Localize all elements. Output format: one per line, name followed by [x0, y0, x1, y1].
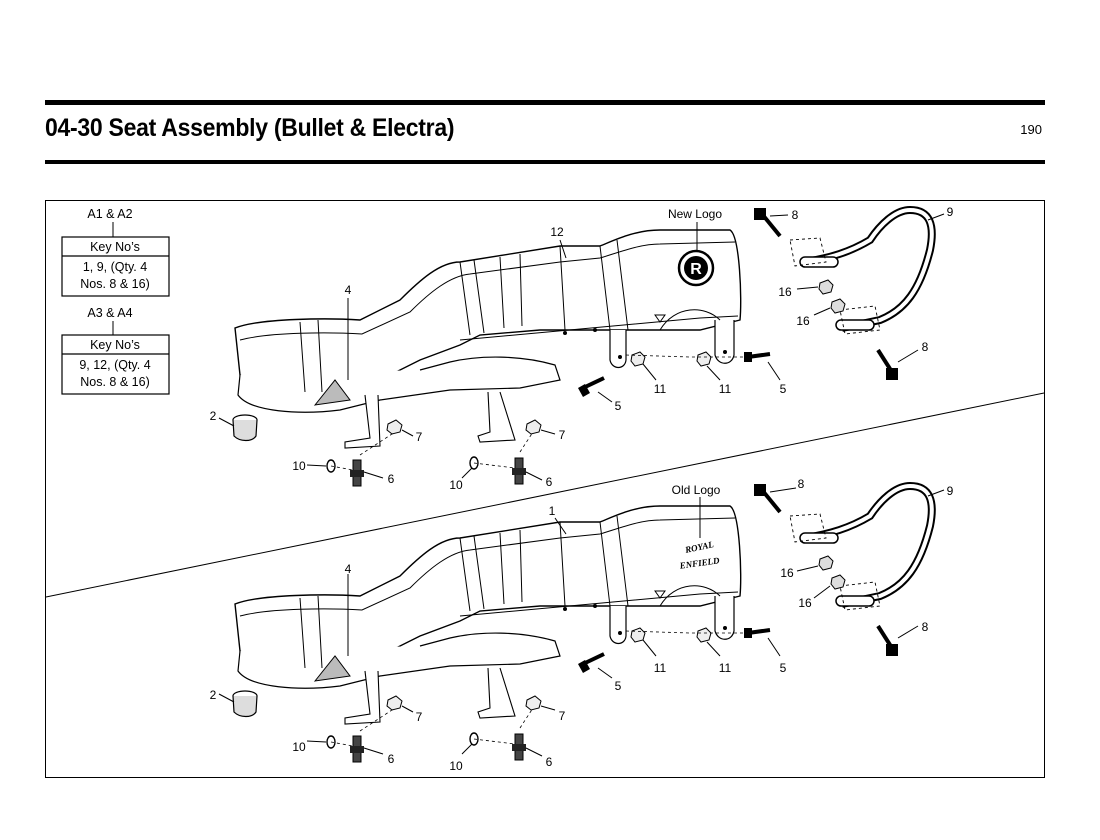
callout-frame: 4 [345, 562, 352, 576]
callout-nut-left: 7 [416, 430, 423, 444]
callout-bolt-right: 5 [780, 661, 787, 675]
callout-frame: 4 [345, 283, 352, 297]
header-top-rule [45, 100, 1045, 105]
callout-bolt-left: 5 [615, 679, 622, 693]
callout-seat-number: 12 [550, 225, 564, 239]
callout-nut-right: 7 [559, 428, 566, 442]
callout-nut-b: 11 [719, 382, 732, 396]
key-box-line-1: 9, 12, (Qty. 4 [79, 358, 150, 372]
callout-rail-bolt-top: 8 [792, 208, 799, 222]
key-box-a3-a4: A3 & A4 Key No’s 9, 12, (Qty. 4 Nos. 8 &… [61, 306, 170, 395]
callout-nut-right: 7 [559, 709, 566, 723]
callout-rail-bolt-bottom: 8 [922, 620, 929, 634]
callout-seat-number: 1 [549, 504, 556, 518]
callout-nut-b: 11 [719, 661, 732, 675]
diagram-frame [45, 200, 1045, 778]
panel-divider-line [45, 392, 1045, 598]
callout-washer-right: 10 [449, 478, 463, 492]
key-box-line-1: 1, 9, (Qty. 4 [83, 260, 147, 274]
page-title: 04-30 Seat Assembly (Bullet & Electra) [45, 114, 455, 142]
callout-rail: 9 [947, 205, 954, 219]
key-box-line-2: Nos. 8 & 16) [80, 277, 149, 291]
callout-rail-bolt-top: 8 [798, 477, 805, 491]
callout-rail-bolt-bottom: 8 [922, 340, 929, 354]
callout-stud-right: 6 [546, 475, 553, 489]
page-number: 190 [1020, 122, 1042, 137]
callout-rail-nut-b: 16 [798, 596, 812, 610]
callout-stud-left: 6 [388, 752, 395, 766]
seat-assembly-art [233, 484, 932, 762]
seat-assembly-art [233, 208, 932, 486]
callout-cap: 2 [210, 688, 217, 702]
callout-cap: 2 [210, 409, 217, 423]
header-bottom-rule [45, 160, 1045, 164]
key-box-a1-a2: A1 & A2 Key No’s 1, 9, (Qty. 4 Nos. 8 & … [61, 207, 170, 297]
callout-rail: 9 [947, 484, 954, 498]
logo-text: R [690, 261, 702, 278]
callout-bolt-right: 5 [780, 382, 787, 396]
callout-nut-a: 11 [654, 382, 667, 396]
callout-rail-nut-a: 16 [778, 285, 792, 299]
assembly-lower: ROYAL ENFIELD Old Logo 1 4 2 7 7 10 10 6… [210, 477, 954, 773]
callout-washer-left: 10 [292, 740, 306, 754]
callout-nut-a: 11 [654, 661, 667, 675]
key-box-header: Key No’s [90, 240, 140, 254]
assembly-upper: R New Logo 12 4 2 7 7 10 10 6 6 5 11 11 … [210, 205, 954, 492]
key-box-line-2: Nos. 8 & 16) [80, 375, 149, 389]
logo-callout-label: Old Logo [672, 483, 721, 497]
callout-bolt-left: 5 [615, 399, 622, 413]
callout-washer-right: 10 [449, 759, 463, 773]
callout-washer-left: 10 [292, 459, 306, 473]
callout-rail-nut-a: 16 [780, 566, 794, 580]
key-box-caption: A3 & A4 [87, 306, 132, 320]
callout-nut-left: 7 [416, 710, 423, 724]
callout-stud-left: 6 [388, 472, 395, 486]
callout-rail-nut-b: 16 [796, 314, 810, 328]
callout-stud-right: 6 [546, 755, 553, 769]
key-box-caption: A1 & A2 [87, 207, 132, 221]
new-logo-emblem: R [677, 249, 715, 287]
logo-callout-label: New Logo [668, 207, 722, 221]
key-box-header: Key No’s [90, 338, 140, 352]
